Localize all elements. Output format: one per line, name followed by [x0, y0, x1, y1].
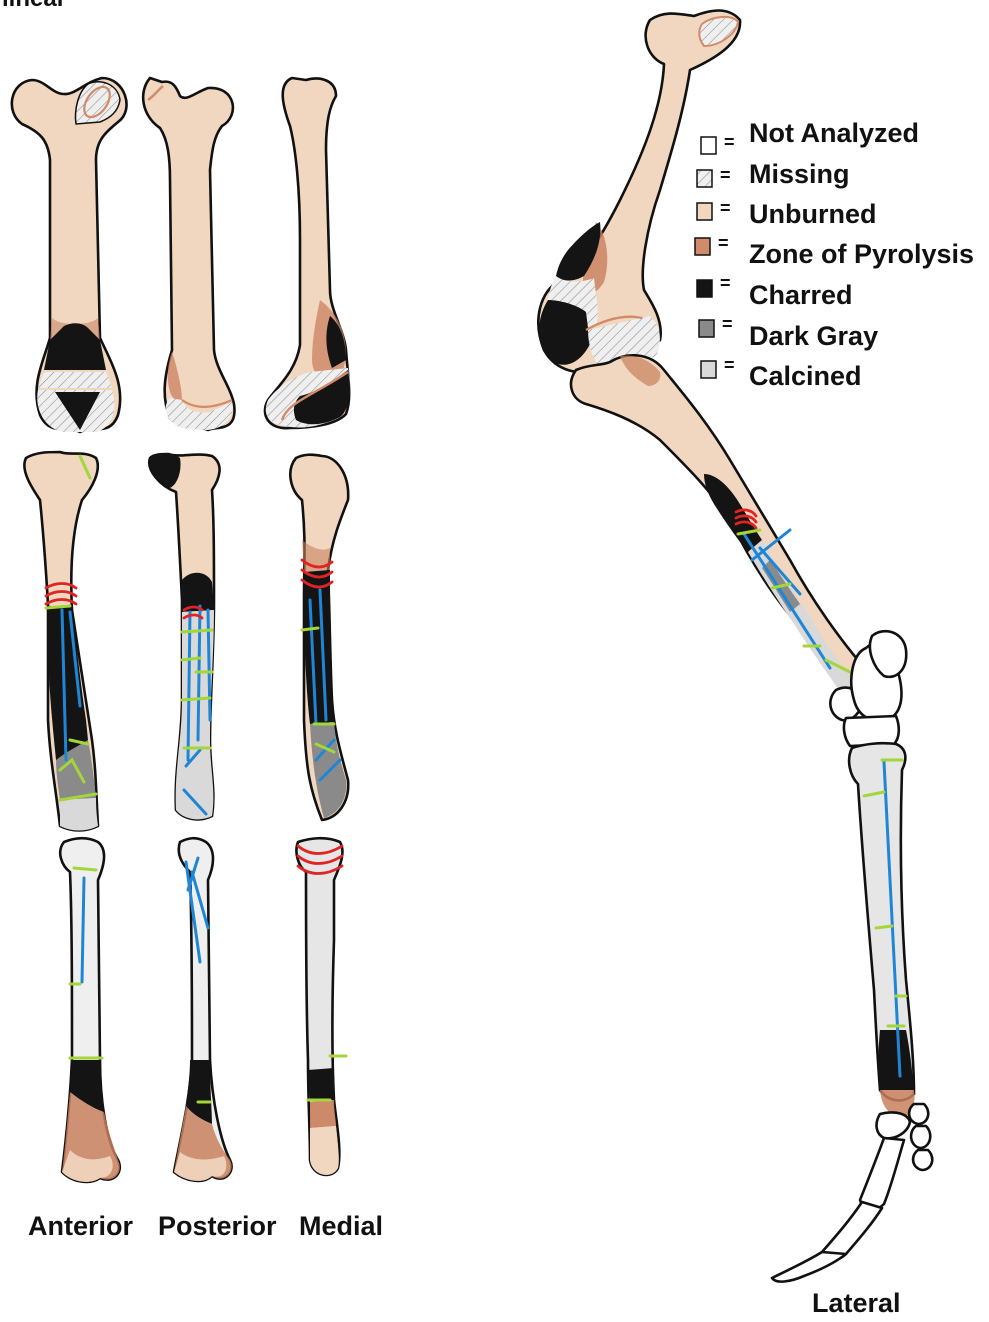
view-label-medial: Medial: [299, 1211, 383, 1241]
svg-text:=: =: [724, 132, 735, 152]
svg-text:=: =: [724, 355, 735, 375]
femur-posterior: [143, 78, 234, 430]
metatarsal-anterior: [60, 838, 120, 1182]
view-label-lateral: Lateral: [812, 1288, 901, 1318]
legend-label-unburned: Unburned: [749, 199, 877, 229]
legend-swatch-dark-gray: [699, 320, 714, 337]
view-label-posterior: Posterior: [158, 1211, 277, 1241]
legend-label-missing: Missing: [749, 159, 850, 189]
legend-swatch-calcined: [701, 361, 716, 378]
femur-medial: [265, 78, 350, 428]
legend: = Not Analyzed = Missing = Unburned = Zo…: [695, 118, 974, 391]
legend-swatch-unburned: [697, 203, 712, 220]
view-label-anterior: Anterior: [28, 1211, 134, 1241]
metatarsal-posterior: [174, 838, 232, 1181]
tibia-anterior: [24, 452, 98, 831]
legend-label-calcined: Calcined: [749, 361, 862, 391]
legend-swatch-missing: [697, 170, 712, 187]
legend-swatch-pyrolysis: [695, 238, 710, 255]
legend-item-dark-gray: = Dark Gray: [699, 314, 878, 351]
legend-item-charred: = Charred: [697, 273, 853, 310]
tibia-posterior: [149, 454, 219, 820]
legend-item-not-analyzed: = Not Analyzed: [701, 118, 919, 154]
metatarsal-medial: [296, 838, 346, 1175]
legend-item-unburned: = Unburned: [697, 198, 877, 229]
cropped-title: linear: [2, 0, 66, 12]
svg-text:=: =: [718, 233, 729, 253]
legend-swatch-not-analyzed: [701, 137, 716, 154]
legend-item-missing: = Missing: [697, 159, 850, 189]
femur-anterior: [12, 78, 127, 432]
tibia-medial: [290, 455, 348, 820]
svg-text:=: =: [722, 314, 733, 334]
svg-text:=: =: [720, 198, 731, 218]
legend-item-calcined: = Calcined: [701, 355, 862, 391]
svg-text:=: =: [720, 273, 731, 293]
legend-label-dark-gray: Dark Gray: [749, 321, 878, 351]
legend-swatch-charred: [697, 280, 712, 297]
svg-text:=: =: [720, 165, 731, 185]
legend-label-charred: Charred: [749, 280, 853, 310]
legend-item-pyrolysis: = Zone of Pyrolysis: [695, 233, 974, 269]
legend-label-not-analyzed: Not Analyzed: [749, 118, 919, 148]
legend-label-pyrolysis: Zone of Pyrolysis: [749, 239, 974, 269]
